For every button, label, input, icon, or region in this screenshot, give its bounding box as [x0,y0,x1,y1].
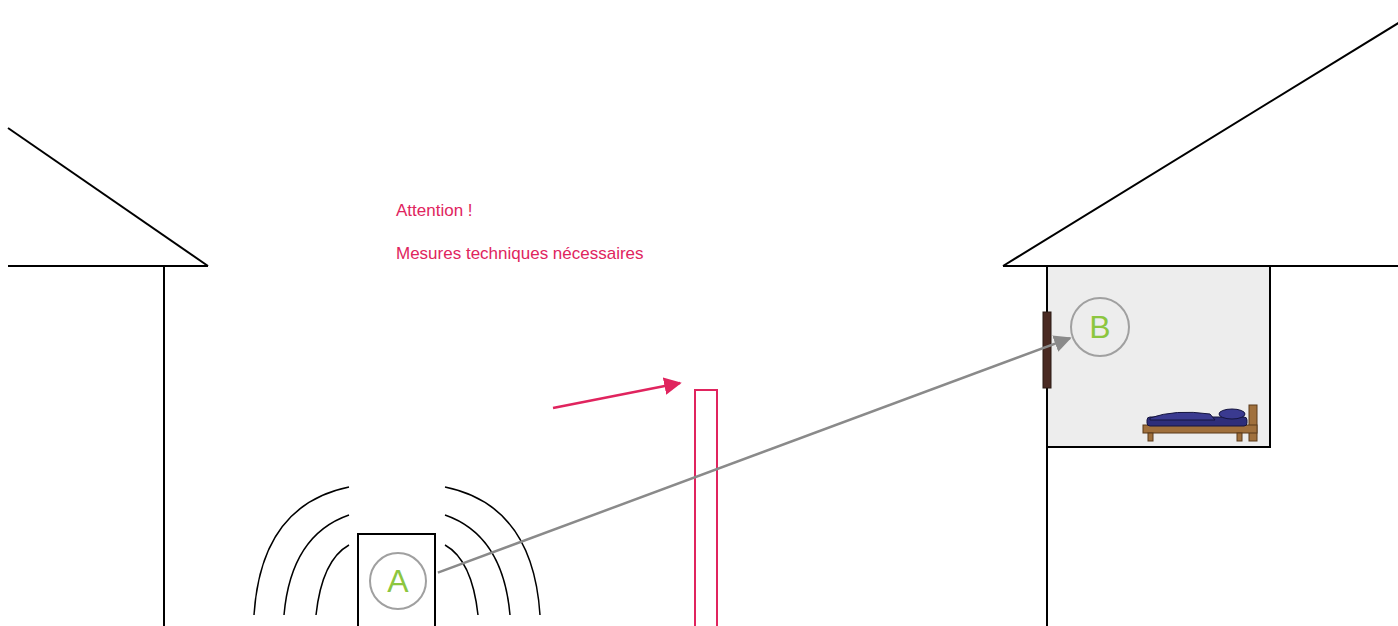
node-letter: B [1089,311,1110,343]
label-circle: B [1070,297,1130,357]
leader-arrow [553,383,680,408]
speaker-box: A [357,533,436,626]
node-letter: A [387,565,408,597]
label-circle: A [369,552,427,610]
warning-note: Attention ! [396,201,473,221]
right-house [1003,22,1398,626]
left-house [8,128,208,626]
bed-symbol [1143,405,1257,441]
window [1043,312,1051,388]
warning-note: Mesures techniques nécessaires [396,244,644,264]
sound-path-arrow [438,338,1070,573]
noise-barrier [695,390,717,626]
